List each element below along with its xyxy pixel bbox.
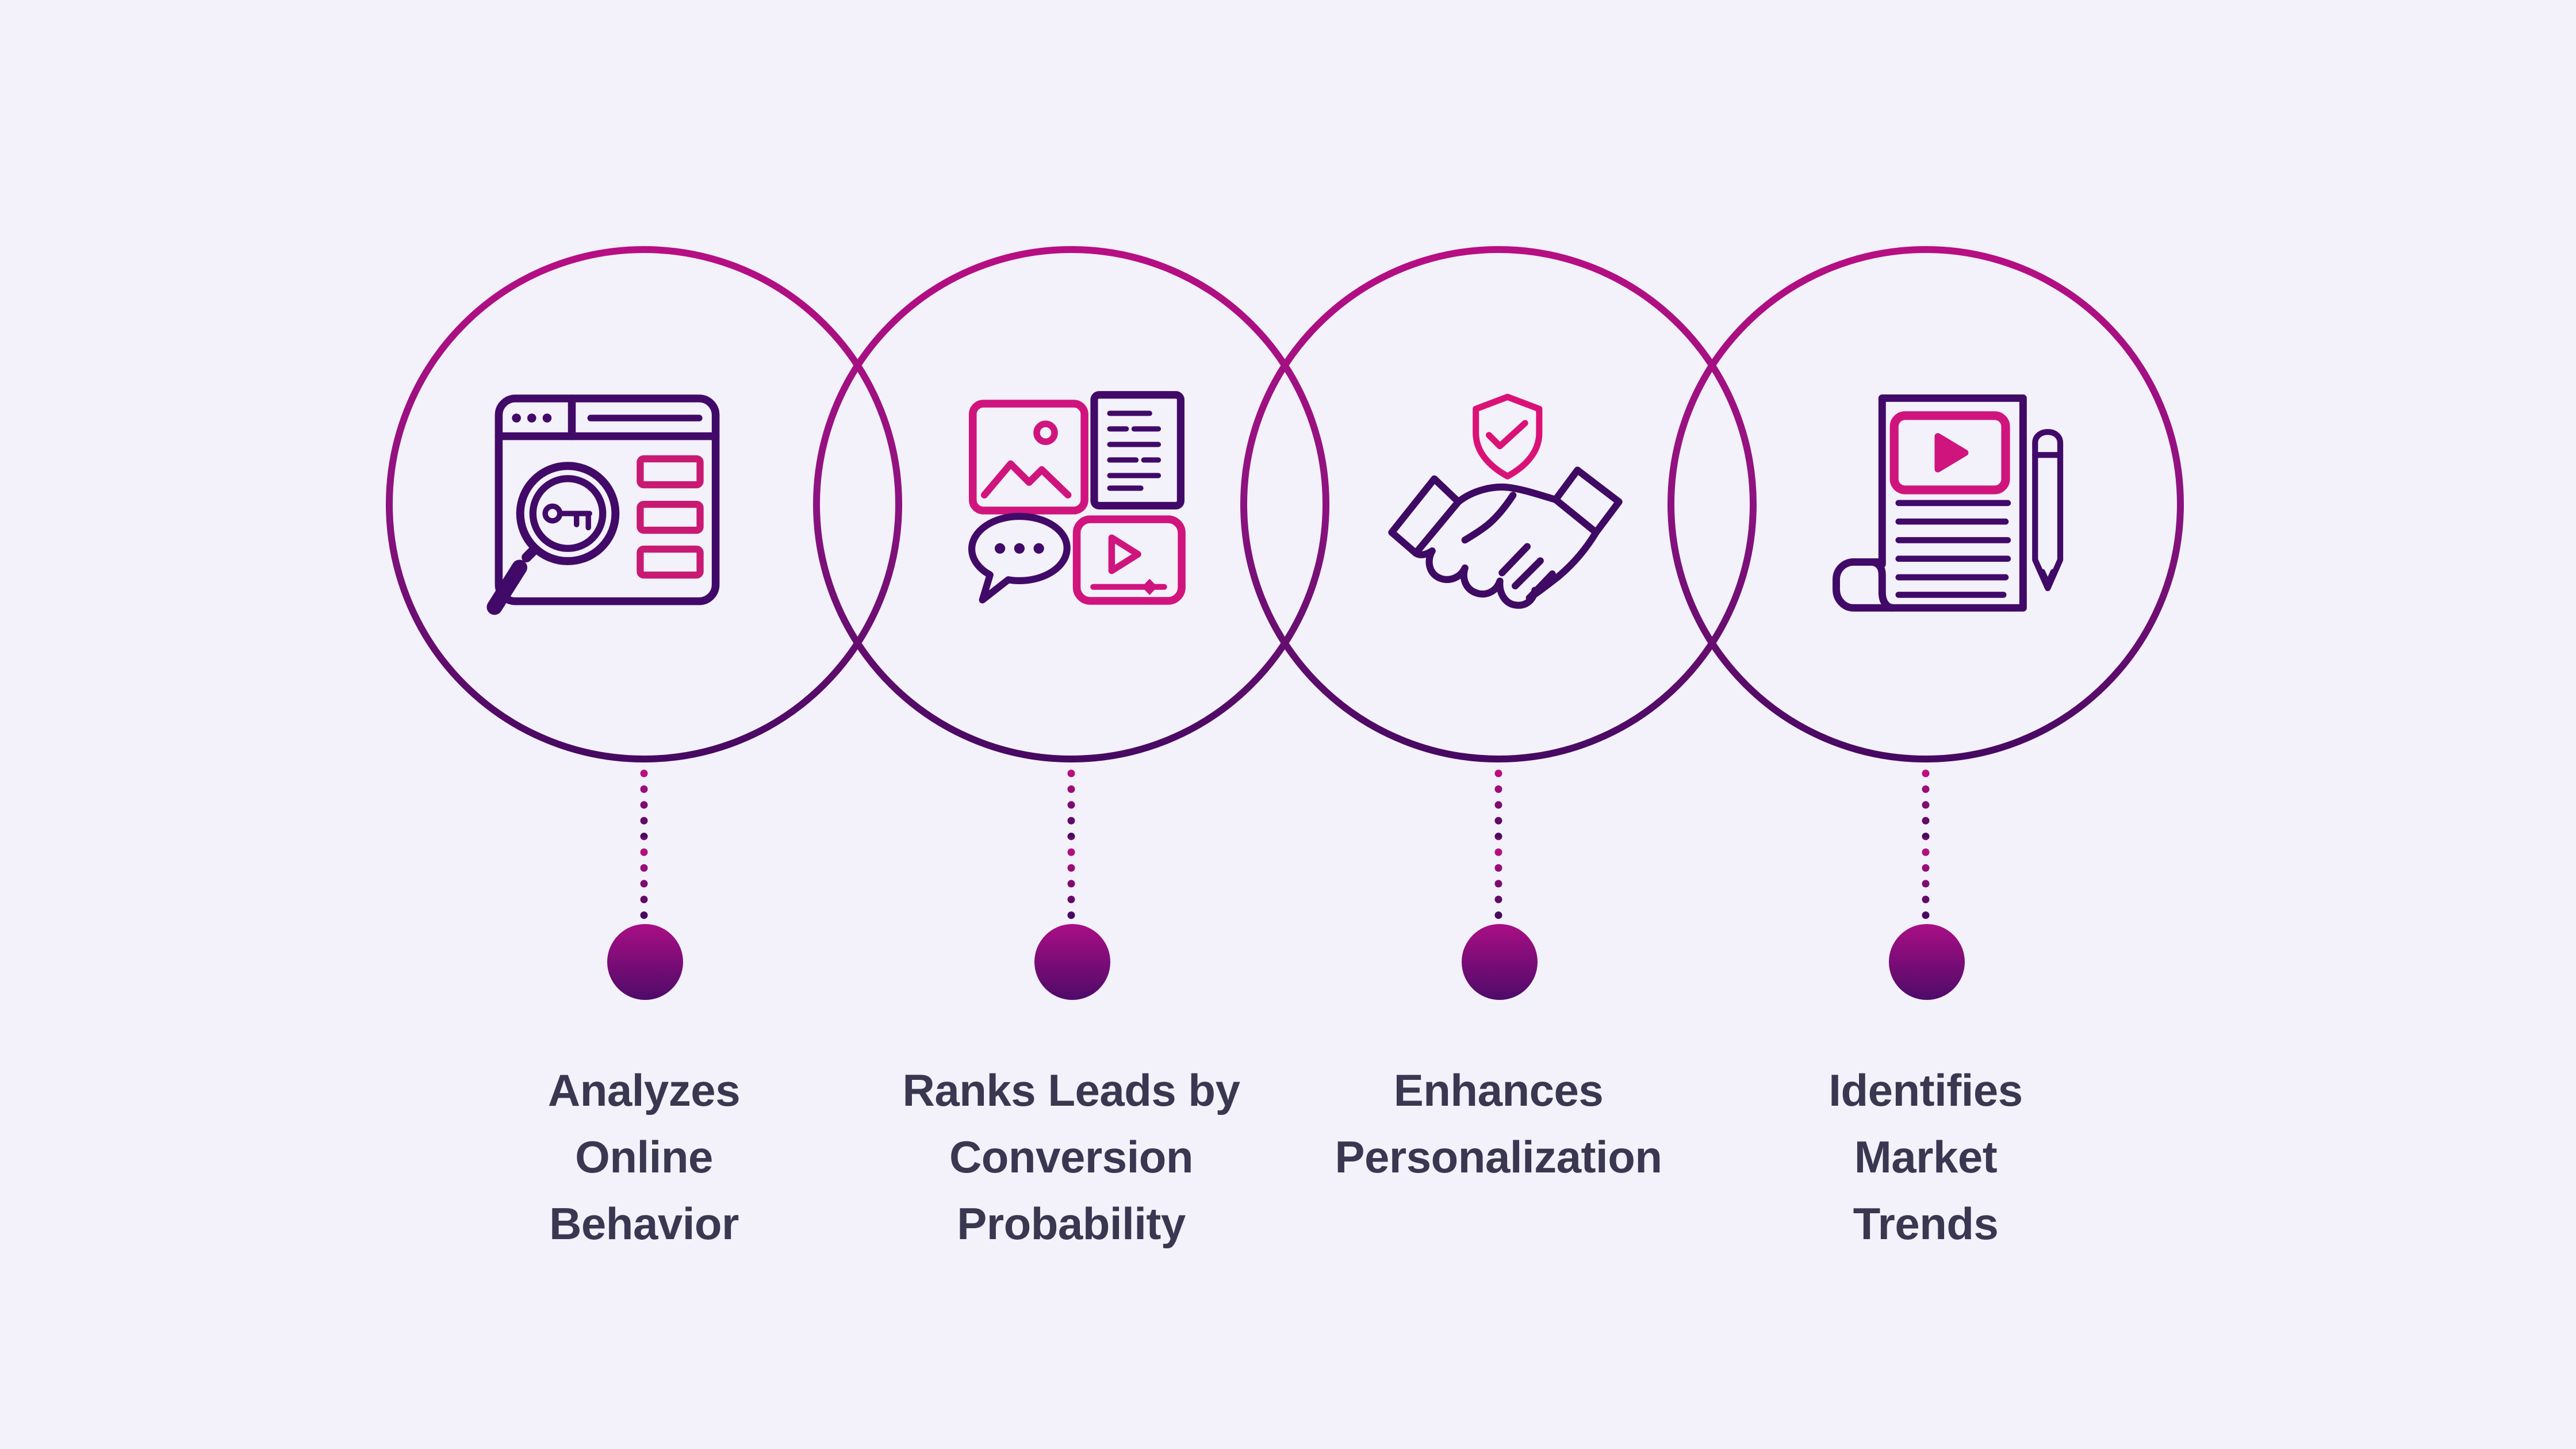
scroll-curl-icon	[1833, 558, 1897, 612]
step-label-line: Identifies	[1828, 1065, 2023, 1116]
handshake-shield-icon	[1388, 393, 1623, 609]
report-pencil-icon	[1833, 394, 2064, 612]
pencil-icon	[2032, 429, 2064, 592]
connector-dot-4	[1889, 924, 1965, 1000]
step-label-line: Market	[1854, 1132, 1998, 1182]
step-label-line: Ranks Leads by	[902, 1065, 1240, 1116]
chat-bubble-icon	[968, 512, 1071, 604]
video-thumbnail-icon	[1889, 411, 2010, 494]
article-icon	[1090, 391, 1184, 510]
window-dots-icon	[512, 413, 552, 423]
handshake-icon	[1388, 466, 1623, 609]
content-types-icon	[968, 391, 1186, 605]
step-label-line: Online	[575, 1132, 713, 1182]
image-icon	[968, 400, 1088, 515]
step-label-analyzes-online-behavior: Analyzes Online Behavior	[385, 1057, 903, 1257]
connector-dot-2	[1034, 924, 1110, 1000]
browser-search-icon	[486, 394, 720, 615]
step-label-line: Analyzes	[547, 1065, 741, 1116]
key-icon	[542, 503, 592, 531]
connector-dot-3	[1462, 924, 1538, 1000]
step-circle-3	[1240, 246, 1757, 762]
step-label-line: Personalization	[1335, 1132, 1662, 1182]
step-label-identifies-market-trends: Identifies Market Trends	[1667, 1057, 2184, 1257]
step-label-line: Behavior	[549, 1198, 739, 1249]
shield-check-icon	[1473, 393, 1543, 480]
step-circle-2	[813, 246, 1329, 762]
step-label-enhances-personalization: Enhances Personalization	[1240, 1057, 1757, 1190]
step-label-line: Trends	[1853, 1198, 1999, 1249]
video-player-icon	[1072, 515, 1186, 605]
connector-dot-1	[607, 924, 683, 1000]
text-lines-icon	[1895, 500, 2011, 598]
result-list-icon	[637, 455, 704, 579]
step-label-line: Conversion	[949, 1132, 1194, 1182]
magnifier-icon	[516, 462, 620, 565]
step-circle-4	[1667, 246, 2184, 762]
step-label-line: Probability	[957, 1198, 1186, 1249]
step-label-line: Enhances	[1393, 1065, 1604, 1116]
step-circle-1	[386, 246, 902, 762]
step-label-ranks-leads: Ranks Leads by Conversion Probability	[812, 1057, 1330, 1257]
